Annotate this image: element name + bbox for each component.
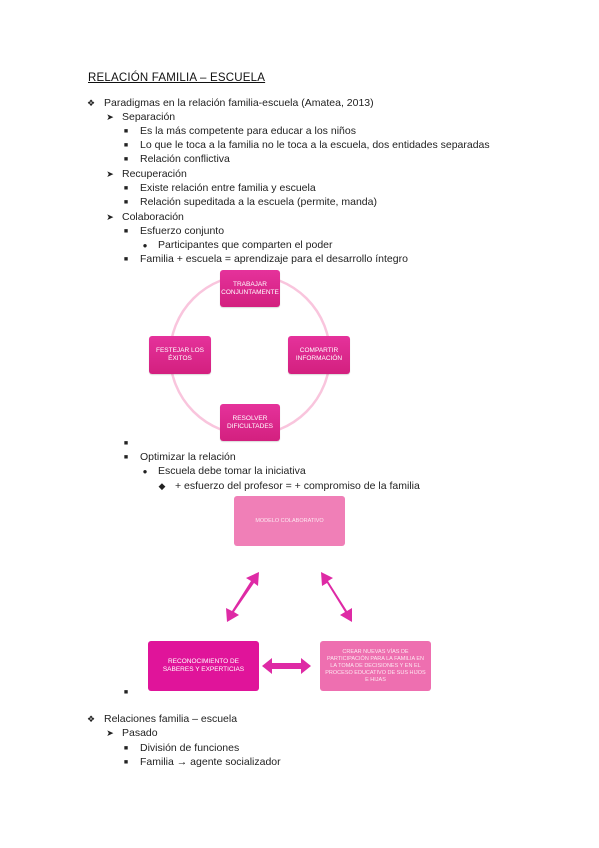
square-bullet-icon: ■ [123,199,129,206]
section1-heading: Paradigmas en la relación familia-escuel… [104,97,374,109]
arrow-bullet-icon: ➤ [106,169,114,179]
four-diamond-bullet-icon: ❖ [86,98,96,108]
square-bullet-icon: ■ [123,759,129,766]
separacion-item-2: Lo que le toca a la familia no le toca a… [140,139,490,151]
cycle-box-left: FESTEJAR LOS ÉXITOS [149,336,211,374]
square-bullet-icon: ■ [123,142,129,149]
triangle-box-top: MODELO COLABORATIVO [234,496,345,546]
cycle-box-right: COMPARTIR INFORMACIÓN [288,336,350,374]
cycle-box-top: TRABAJAR CONJUNTAMENTE [220,270,280,307]
page-title: RELACIÓN FAMILIA – ESCUELA [88,72,266,84]
section2-heading: Relaciones familia – escuela [104,713,238,725]
diamond-bullet-icon: ◆ [158,481,166,491]
arrow-bullet-icon: ➤ [106,112,114,122]
iniciativa-text: Escuela debe tomar la iniciativa [158,465,306,477]
recuperacion-label: Recuperación [122,168,187,180]
separacion-label: Separación [122,111,176,123]
cycle-box-bottom: RESOLVER DIFICULTADES [220,404,280,441]
square-bullet-icon: ■ [123,156,129,163]
pasado-item-1: División de funciones [140,742,240,754]
pasado-label: Pasado [122,727,158,739]
optimizar-label: Optimizar la relación [140,451,236,463]
square-bullet-icon: ■ [123,745,129,752]
round-bullet-icon: ● [142,467,148,476]
recuperacion-item-2: Relación supeditada a la escuela (permit… [140,196,377,208]
square-bullet-icon: ■ [123,689,129,696]
colaboracion-label: Colaboración [122,211,184,223]
colaboracion-participantes: Participantes que comparten el poder [158,239,333,251]
square-bullet-icon: ■ [123,228,129,235]
arrow-bullet-icon: ➤ [106,212,114,222]
triangle-box-left: RECONOCIMIENTO DE SABERES Y EXPERTICIAS [148,641,259,691]
four-diamond-bullet-icon: ❖ [86,714,96,724]
arrow-bullet-icon: ➤ [106,728,114,738]
separacion-item-1: Es la más competente para educar a los n… [140,125,356,137]
square-bullet-icon: ■ [123,256,129,263]
colaboracion-familia: Familia + escuela = aprendizaje para el … [140,253,408,265]
separacion-item-3: Relación conflictiva [140,153,230,165]
square-bullet-icon: ■ [123,128,129,135]
square-bullet-icon: ■ [123,454,129,461]
square-bullet-icon: ■ [123,440,129,447]
round-bullet-icon: ● [142,241,148,250]
pasado-item-2: Familia → agente socializador [140,756,281,768]
esfuerzo-profesor-text: + esfuerzo del profesor = + compromiso d… [175,480,420,492]
colaboracion-esfuerzo: Esfuerzo conjunto [140,225,225,237]
triangle-box-right: CREAR NUEVAS VÍAS DE PARTICIPACIÓN PARA … [320,641,431,691]
recuperacion-item-1: Existe relación entre familia y escuela [140,182,316,194]
square-bullet-icon: ■ [123,185,129,192]
